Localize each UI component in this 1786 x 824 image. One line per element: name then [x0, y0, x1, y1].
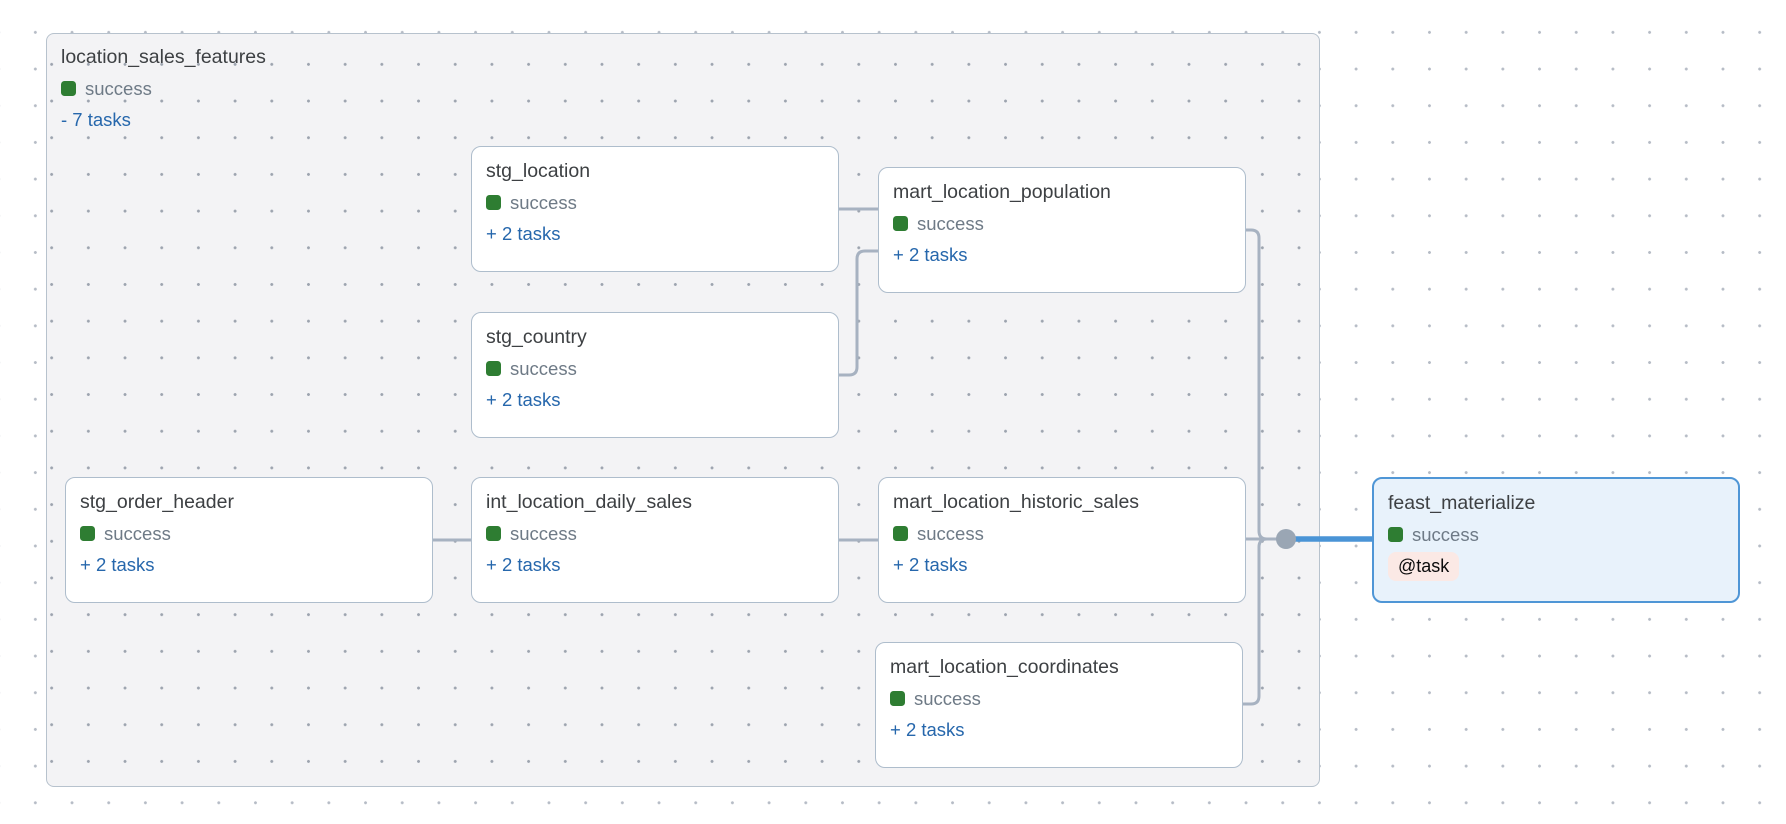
task-node-status-label: success	[510, 522, 577, 544]
task-node-status: success	[1388, 520, 1724, 549]
task-node-status: success	[890, 684, 1228, 713]
task-node-status: success	[80, 519, 418, 548]
task-node-status: success	[893, 209, 1231, 238]
expand-tasks-link[interactable]: + 2 tasks	[890, 719, 965, 740]
task-group-status: success	[61, 74, 266, 103]
task-node-stg-location[interactable]: stg_location success + 2 tasks	[471, 146, 839, 272]
success-status-icon	[1388, 527, 1403, 542]
task-node-stg-country[interactable]: stg_country success + 2 tasks	[471, 312, 839, 438]
task-node-status: success	[893, 519, 1231, 548]
success-status-icon	[893, 216, 908, 231]
task-node-title: int_location_daily_sales	[486, 491, 692, 513]
expand-tasks-link[interactable]: + 2 tasks	[486, 223, 561, 244]
task-node-status-label: success	[104, 522, 171, 544]
task-node-title: mart_location_population	[893, 181, 1111, 203]
expand-tasks-link[interactable]: + 2 tasks	[486, 389, 561, 410]
success-status-icon	[61, 81, 76, 96]
task-operator-badge: @task	[1388, 552, 1460, 581]
task-node-status-label: success	[917, 212, 984, 234]
task-node-mart-location-population[interactable]: mart_location_population success + 2 tas…	[878, 167, 1246, 293]
task-node-title: mart_location_historic_sales	[893, 491, 1140, 513]
task-group-header: location_sales_features success - 7 task…	[61, 44, 266, 134]
task-node-status-label: success	[914, 687, 981, 709]
task-node-title: feast_materialize	[1388, 492, 1536, 514]
success-status-icon	[893, 526, 908, 541]
task-node-mart-location-historic-sales[interactable]: mart_location_historic_sales success + 2…	[878, 477, 1246, 603]
task-group-title: location_sales_features	[61, 46, 266, 68]
success-status-icon	[486, 526, 501, 541]
expand-tasks-link[interactable]: + 2 tasks	[486, 554, 561, 575]
task-node-status: success	[486, 354, 824, 383]
task-node-title: stg_order_header	[80, 491, 234, 513]
task-node-status-label: success	[510, 191, 577, 213]
task-node-stg-order-header[interactable]: stg_order_header success + 2 tasks	[65, 477, 433, 603]
task-node-feast-materialize[interactable]: feast_materialize success @task	[1372, 477, 1740, 603]
expand-tasks-link[interactable]: + 2 tasks	[80, 554, 155, 575]
task-group-status-label: success	[85, 77, 152, 99]
task-node-title: mart_location_coordinates	[890, 656, 1119, 678]
task-node-title: stg_location	[486, 160, 591, 182]
task-node-status: success	[486, 519, 824, 548]
task-node-mart-location-coordinates[interactable]: mart_location_coordinates success + 2 ta…	[875, 642, 1243, 768]
task-node-status-label: success	[510, 357, 577, 379]
task-node-int-location-daily-sales[interactable]: int_location_daily_sales success + 2 tas…	[471, 477, 839, 603]
task-node-title: stg_country	[486, 326, 587, 348]
expand-tasks-link[interactable]: + 2 tasks	[893, 244, 968, 265]
task-group-collapse-link[interactable]: - 7 tasks	[61, 109, 131, 130]
success-status-icon	[80, 526, 95, 541]
task-node-status-label: success	[917, 522, 984, 544]
task-node-status: success	[486, 188, 824, 217]
success-status-icon	[890, 691, 905, 706]
success-status-icon	[486, 195, 501, 210]
task-node-status-label: success	[1412, 523, 1479, 545]
success-status-icon	[486, 361, 501, 376]
expand-tasks-link[interactable]: + 2 tasks	[893, 554, 968, 575]
